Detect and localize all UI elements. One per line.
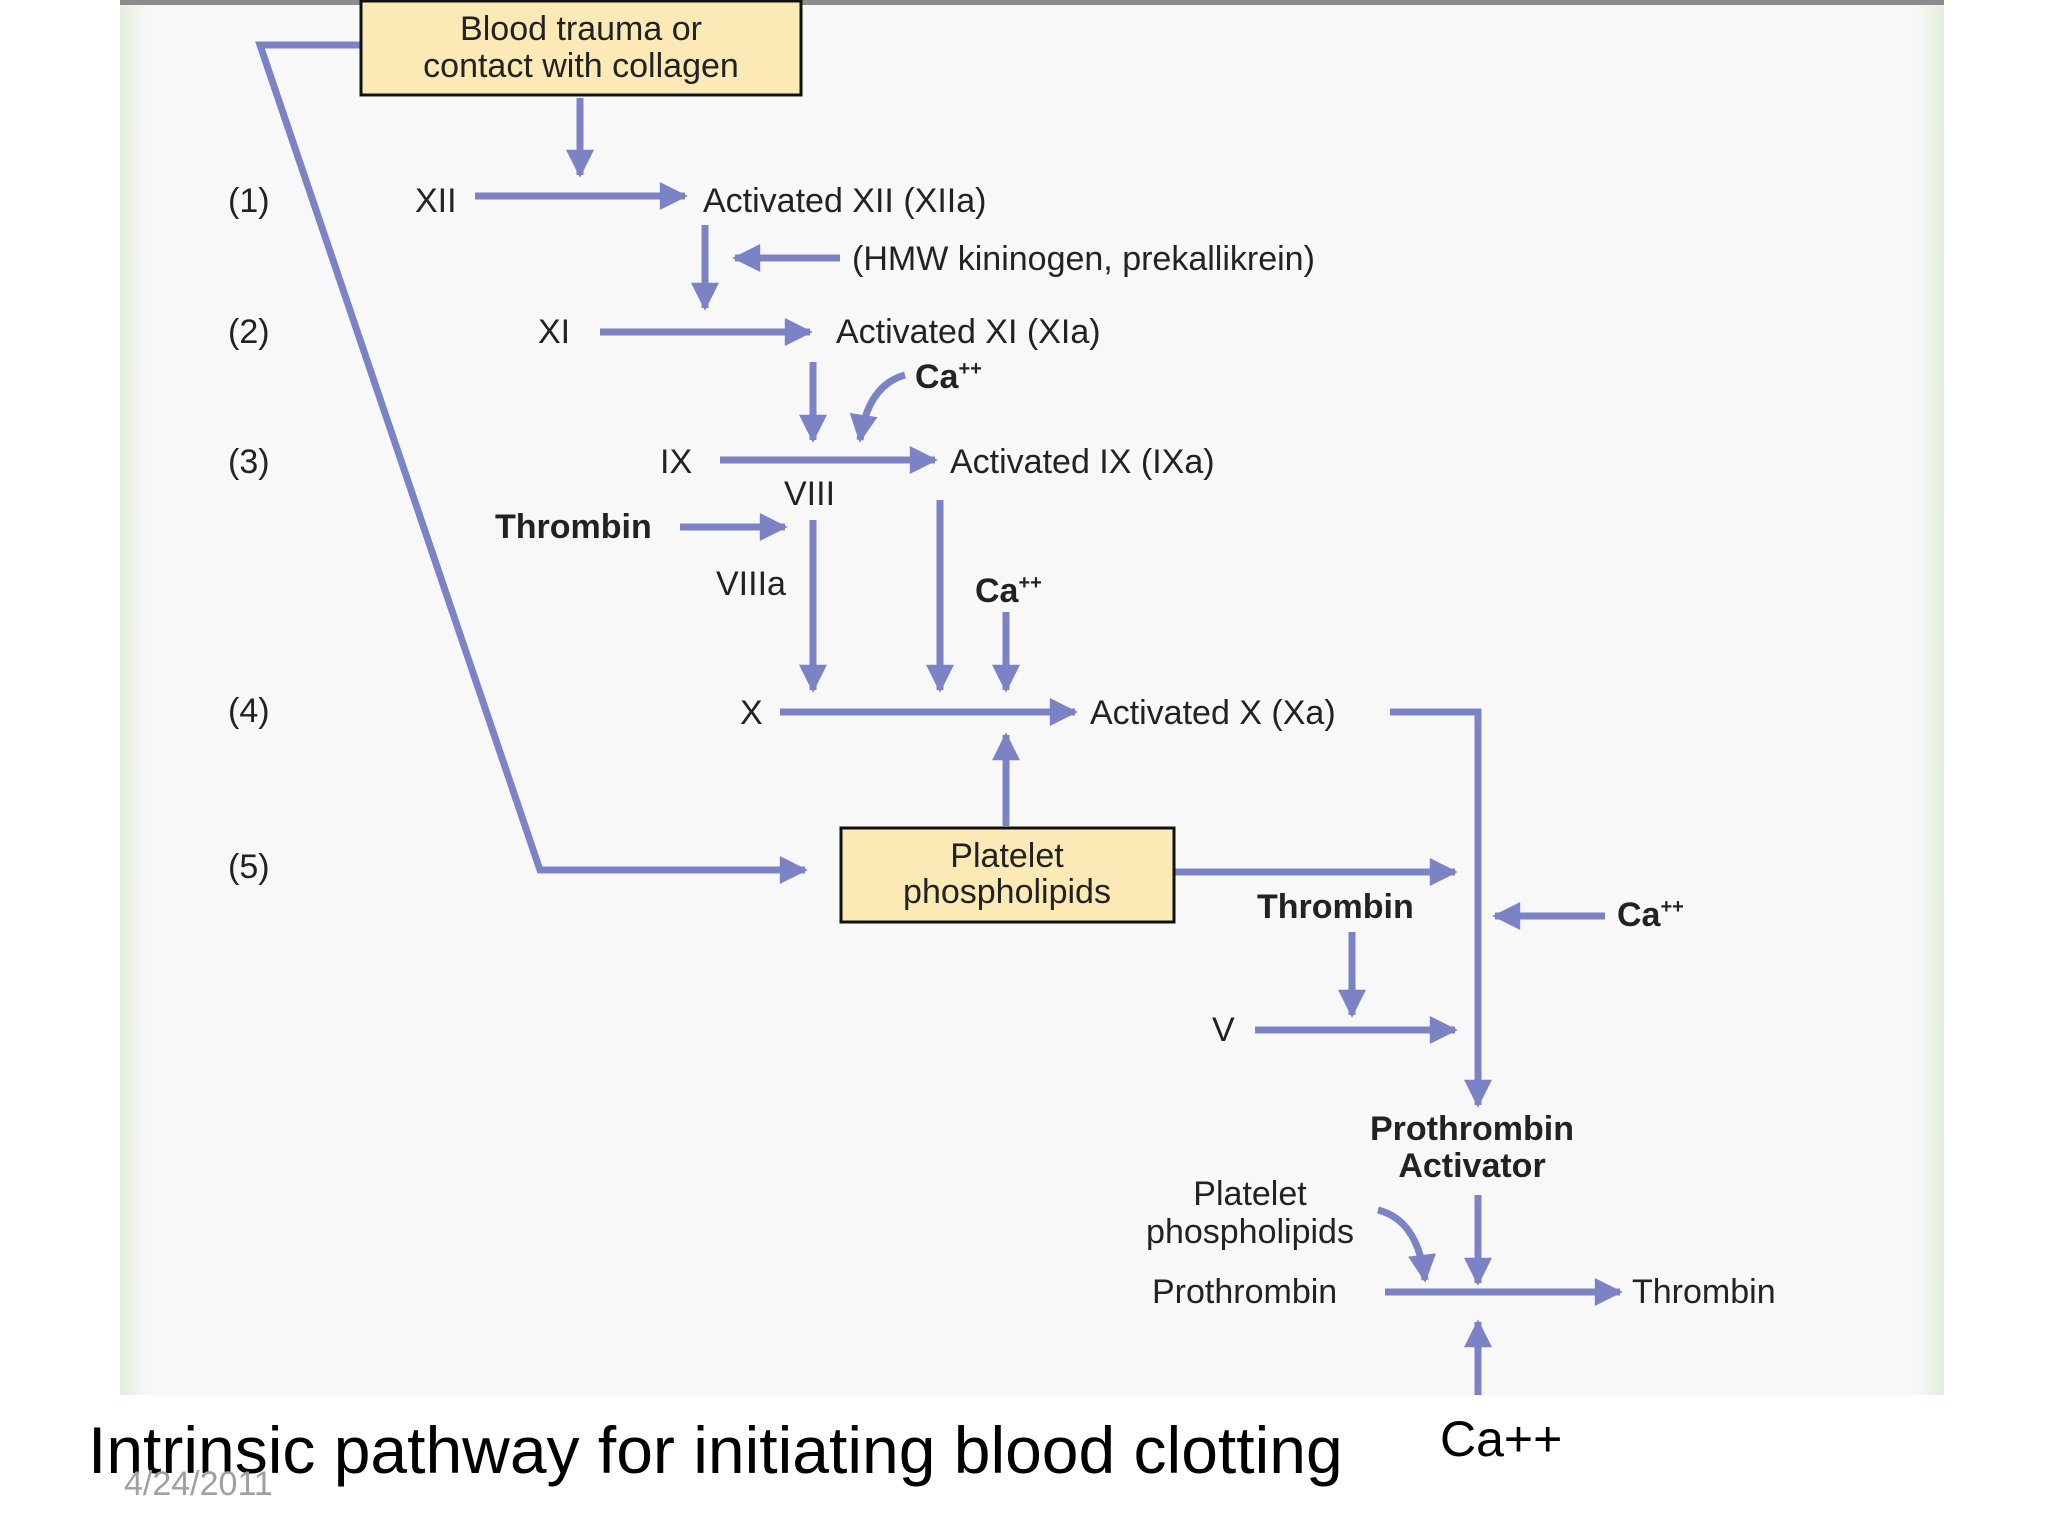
slide-caption: Intrinsic pathway for initiating blood c… (88, 1413, 1343, 1487)
factor-xii: XII (415, 182, 457, 220)
factor-ix: IX (660, 443, 692, 481)
factor-viiia: VIIIa (716, 565, 786, 603)
platelet-box-line-2: phospholipids (903, 873, 1111, 911)
prothrombin-activator-line-2: Activator (1398, 1147, 1545, 1185)
factor-x: X (740, 694, 763, 732)
slide-date: 4/24/2011 (124, 1465, 273, 1503)
prothrombin-label: Prothrombin (1152, 1273, 1337, 1311)
factor-xi: XI (538, 313, 570, 351)
trigger-box: Blood trauma or contact with collagen (359, 0, 803, 97)
caption-calcium-label: Ca++ (1440, 1411, 1563, 1467)
arrow-ca-curve-1 (849, 371, 907, 443)
step-number-4: (4) (228, 692, 270, 730)
factor-viii: VIII (784, 475, 835, 513)
step-number-5: (5) (228, 848, 270, 886)
thrombin-feedback-label: Thrombin (495, 508, 652, 546)
pathway-diagram: Blood trauma or contact with collagen Pl… (228, 0, 1776, 1395)
top-rule (120, 0, 1944, 5)
step-number-2: (2) (228, 313, 270, 351)
platelet-box-frame (839, 826, 1176, 924)
factor-xa: Activated X (Xa) (1090, 694, 1336, 732)
step-number-3: (3) (228, 443, 270, 481)
hmw-kininogen-label: (HMW kininogen, prekallikrein) (852, 240, 1315, 278)
trigger-line-1: Blood trauma or (460, 10, 702, 48)
connectors (255, 41, 1623, 1395)
factor-xiia: Activated XII (XIIa) (703, 182, 986, 220)
line-xa-to-activator (1390, 708, 1492, 1108)
trigger-line-2: contact with collagen (423, 47, 739, 85)
calcium-label-1: Ca++ (915, 358, 982, 396)
platelet-box-line-1: Platelet (950, 837, 1064, 875)
platelet-text-line-2: phospholipids (1146, 1213, 1354, 1251)
factor-v: V (1212, 1011, 1235, 1049)
step-number-1: (1) (228, 182, 270, 220)
step-numbers: (1) (2) (3) (4) (5) (228, 182, 270, 886)
factor-labels: XII Activated XII (XIIa) (HMW kininogen,… (415, 182, 1776, 1311)
thrombin-output-label: Thrombin (1632, 1273, 1776, 1311)
trauma-bypass-line (255, 41, 808, 884)
calcium-labels: Ca++ Ca++ Ca++ (915, 358, 1684, 934)
factor-ixa: Activated IX (IXa) (950, 443, 1215, 481)
trigger-box-frame (359, 0, 803, 97)
arrow-platelet-curve (1376, 1206, 1436, 1283)
calcium-label-3: Ca++ (1617, 896, 1684, 934)
diagram-panel (120, 0, 1944, 1395)
prothrombin-activator-line-1: Prothrombin (1370, 1110, 1574, 1148)
factor-xia: Activated XI (XIa) (836, 313, 1101, 351)
calcium-label-2: Ca++ (975, 572, 1042, 610)
platelet-box: Platelet phospholipids (839, 826, 1176, 924)
thrombin-mid-label: Thrombin (1257, 888, 1414, 926)
platelet-text-line-1: Platelet (1193, 1175, 1307, 1213)
